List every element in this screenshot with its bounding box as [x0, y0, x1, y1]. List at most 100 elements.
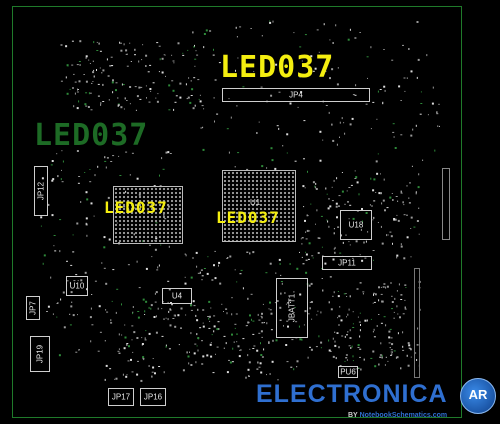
component-pad — [310, 282, 313, 285]
component-pad — [158, 366, 161, 367]
component-pad — [417, 327, 419, 330]
component-pad — [352, 217, 355, 220]
component-pad — [270, 312, 273, 315]
component-pad — [206, 272, 209, 275]
component-pad — [100, 102, 102, 105]
component-pad — [115, 377, 118, 380]
component-pad — [396, 356, 399, 359]
component-pad — [92, 60, 94, 62]
u1-label: U1 — [250, 198, 261, 207]
component-pad — [413, 226, 416, 228]
component-pad — [190, 80, 192, 82]
component-pad — [402, 201, 404, 204]
component-pad — [150, 307, 152, 310]
component-pad — [391, 295, 393, 297]
component-pad — [380, 225, 382, 228]
component-pad — [121, 83, 123, 86]
component-pad — [294, 307, 296, 308]
component-pad — [355, 84, 357, 87]
component-pad — [124, 97, 126, 100]
component-pad — [328, 225, 330, 228]
component-pad — [228, 98, 230, 100]
component-pad — [198, 98, 200, 100]
component-pad — [106, 311, 109, 313]
component-pad — [398, 283, 400, 286]
component-pad — [316, 209, 318, 212]
component-pad — [240, 269, 243, 271]
component-pad — [203, 46, 205, 49]
component-pad — [236, 105, 238, 107]
component-pad — [98, 305, 101, 308]
component-pad — [417, 58, 420, 61]
component-pad — [301, 256, 303, 258]
component-pad — [351, 117, 354, 120]
component-pad — [391, 301, 394, 303]
component-pad — [324, 70, 327, 72]
component-pad — [77, 89, 79, 90]
component-pad — [234, 323, 237, 325]
component-pad — [320, 215, 323, 217]
component-pad — [190, 95, 193, 96]
component-pad — [178, 344, 180, 346]
component-pad — [152, 82, 155, 84]
component-pad — [193, 352, 196, 355]
component-pad — [117, 104, 119, 107]
component-pad — [236, 36, 238, 38]
component-pad — [357, 344, 360, 347]
component-pad — [213, 48, 214, 51]
component-pad — [404, 299, 406, 301]
jp7-label: JP7 — [28, 301, 38, 315]
component-pad — [253, 345, 256, 347]
component-pad — [72, 87, 74, 89]
component-pad — [310, 203, 312, 205]
component-pad — [97, 83, 100, 85]
component-pad — [349, 28, 351, 31]
component-pad — [317, 310, 319, 312]
component-pad — [52, 178, 55, 181]
component-pad — [131, 371, 134, 373]
component-pad — [333, 179, 335, 182]
jp16-label: JP16 — [143, 392, 163, 402]
board-outline — [12, 6, 462, 418]
component-pad — [269, 20, 271, 22]
component-pad — [71, 301, 73, 303]
component-pad — [367, 77, 368, 79]
component-pad — [193, 46, 195, 48]
component-pad — [201, 105, 204, 107]
component-pad — [126, 343, 128, 346]
component-pad — [382, 199, 385, 202]
component-pad — [173, 108, 175, 111]
component-pad — [354, 37, 357, 39]
component-pad — [231, 313, 233, 316]
component-pad — [202, 309, 205, 311]
component-pad — [41, 177, 44, 180]
component-pad — [134, 48, 136, 51]
component-pad — [194, 58, 197, 60]
component-pad — [169, 324, 172, 327]
component-pad — [260, 354, 263, 356]
u10-label: U10 — [69, 281, 85, 291]
component-pad — [142, 44, 144, 46]
component-pad — [374, 365, 377, 368]
component-pad — [400, 245, 403, 248]
component-pad — [281, 282, 283, 285]
component-pad — [170, 302, 172, 303]
component-pad — [63, 326, 66, 329]
component-pad — [410, 256, 412, 258]
component-pad — [416, 359, 418, 361]
component-pad — [293, 291, 295, 293]
component-pad — [130, 358, 132, 361]
component-pad — [234, 166, 236, 168]
component-pad — [274, 167, 277, 170]
component-pad — [373, 178, 376, 181]
component-pad — [119, 175, 122, 176]
component-pad — [245, 376, 247, 379]
component-pad — [319, 159, 322, 162]
component-pad — [400, 100, 402, 101]
component-pad — [363, 241, 365, 244]
component-pad — [334, 344, 337, 347]
component-pad — [61, 181, 64, 183]
component-pad — [301, 60, 303, 62]
component-pad — [219, 282, 222, 285]
component-pad — [409, 348, 412, 351]
